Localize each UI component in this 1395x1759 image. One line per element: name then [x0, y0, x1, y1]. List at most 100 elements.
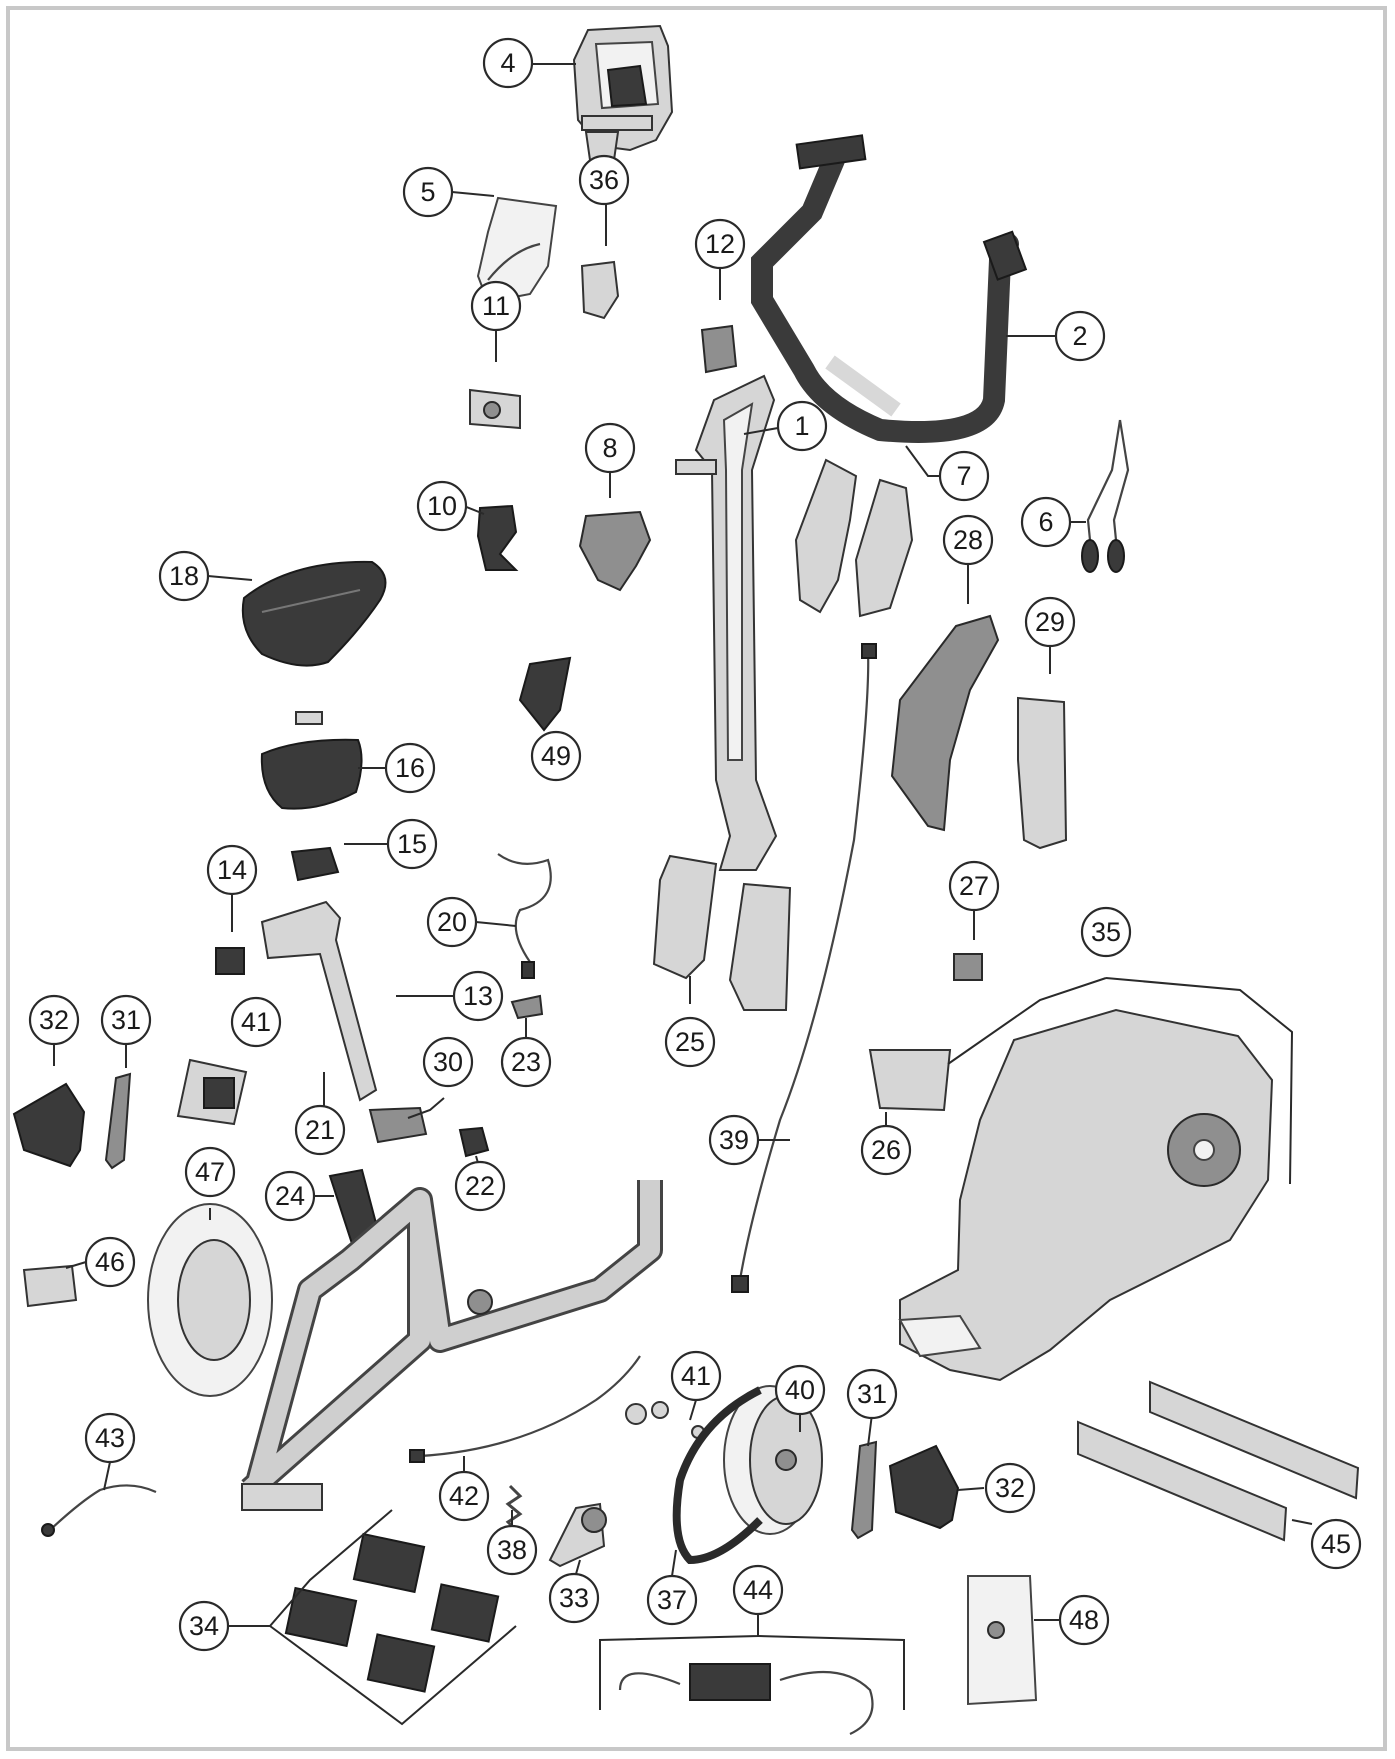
svg-text:5: 5 — [420, 177, 435, 207]
callout-29: 29 — [1024, 596, 1076, 648]
svg-text:43: 43 — [95, 1423, 125, 1453]
callout-5: 5 — [402, 166, 454, 218]
callout-48: 48 — [1058, 1594, 1110, 1646]
callout-2: 2 — [1054, 310, 1106, 362]
part-tension-spring — [505, 1484, 523, 1534]
svg-text:18: 18 — [169, 561, 199, 591]
callout-6: 6 — [1020, 496, 1072, 548]
part-block — [700, 324, 738, 374]
part-stabilizers — [1077, 1380, 1360, 1542]
callout-28: 28 — [942, 514, 994, 566]
part-bracket-cover — [868, 1049, 952, 1112]
callout-25: 25 — [664, 1016, 716, 1068]
svg-text:29: 29 — [1035, 607, 1065, 637]
part-adjust-knob — [458, 1126, 490, 1158]
svg-text:31: 31 — [857, 1379, 887, 1409]
svg-text:36: 36 — [589, 165, 619, 195]
svg-text:38: 38 — [497, 1535, 527, 1565]
callout-10: 10 — [416, 480, 468, 532]
svg-text:33: 33 — [559, 1583, 589, 1613]
svg-text:41: 41 — [241, 1007, 271, 1037]
part-lever — [476, 504, 519, 571]
part-brake-cable — [1081, 419, 1130, 573]
callout-23: 23 — [500, 1036, 552, 1088]
svg-text:24: 24 — [275, 1181, 305, 1211]
part-hardware-bag — [967, 1575, 1038, 1706]
callout-27: 27 — [948, 860, 1000, 912]
svg-text:1: 1 — [794, 411, 809, 441]
callout-32a: 32 — [28, 994, 80, 1046]
callout-30: 30 — [422, 1036, 474, 1088]
callout-36: 36 — [578, 154, 630, 206]
part-wire — [497, 853, 552, 979]
callout-40: 40 — [774, 1364, 826, 1416]
svg-text:32: 32 — [995, 1473, 1025, 1503]
callout-14: 14 — [206, 844, 258, 896]
part-tension-cable — [731, 643, 877, 1293]
callout-18: 18 — [158, 550, 210, 602]
part-clamp — [469, 388, 521, 430]
part-seat-post — [260, 900, 378, 1102]
svg-text:12: 12 — [705, 229, 735, 259]
part-pedal-left — [12, 1082, 86, 1168]
part-console — [572, 24, 674, 161]
svg-text:8: 8 — [602, 433, 617, 463]
svg-text:21: 21 — [305, 1115, 335, 1145]
part-end-cap — [953, 953, 983, 981]
callout-1: 1 — [776, 400, 828, 452]
part-mount-bracket — [22, 1264, 78, 1308]
part-main-frame — [241, 1180, 663, 1511]
svg-text:47: 47 — [195, 1157, 225, 1187]
svg-text:35: 35 — [1091, 917, 1121, 947]
svg-text:15: 15 — [397, 829, 427, 859]
callout-31a: 31 — [100, 994, 152, 1046]
svg-text:31: 31 — [111, 1005, 141, 1035]
part-flywheel — [723, 1385, 823, 1535]
svg-text:6: 6 — [1038, 507, 1053, 537]
svg-text:34: 34 — [189, 1611, 219, 1641]
svg-text:7: 7 — [956, 461, 971, 491]
svg-text:49: 49 — [541, 741, 571, 771]
part-main-housing — [898, 1008, 1274, 1382]
callout-34: 34 — [178, 1600, 230, 1652]
svg-text:20: 20 — [437, 907, 467, 937]
callout-13: 13 — [452, 970, 504, 1022]
part-handle-pivot — [578, 510, 652, 592]
part-power-adapter — [618, 1663, 874, 1735]
callout-46: 46 — [84, 1236, 136, 1288]
callout-39: 39 — [708, 1114, 760, 1166]
part-springs — [625, 1401, 705, 1439]
part-crank-left — [104, 1072, 132, 1170]
callouts: 4 36 5 11 12 2 1 8 7 6 10 18 28 29 49 16… — [28, 37, 1362, 1652]
svg-text:28: 28 — [953, 525, 983, 555]
callout-41a: 41 — [230, 996, 282, 1048]
part-seat — [241, 560, 387, 667]
part-clamp-plate — [368, 1106, 428, 1144]
part-knob — [215, 947, 245, 975]
callout-7: 7 — [938, 450, 990, 502]
callout-42: 42 — [438, 1470, 490, 1522]
svg-text:22: 22 — [465, 1171, 495, 1201]
svg-text:25: 25 — [675, 1027, 705, 1057]
part-sensor — [176, 1058, 248, 1126]
callout-22: 22 — [454, 1160, 506, 1212]
svg-text:45: 45 — [1321, 1529, 1351, 1559]
callout-44: 44 — [732, 1564, 784, 1616]
part-front-shroud — [794, 458, 914, 618]
part-bracket-small — [510, 994, 544, 1020]
callout-20: 20 — [426, 896, 478, 948]
part-side-panel — [1017, 696, 1068, 850]
part-pedal-right — [888, 1444, 960, 1530]
callout-24: 24 — [264, 1170, 316, 1222]
callout-15: 15 — [386, 818, 438, 870]
callout-43: 43 — [84, 1412, 136, 1464]
svg-text:14: 14 — [217, 855, 247, 885]
part-crank-right — [850, 1440, 878, 1540]
svg-text:42: 42 — [449, 1481, 479, 1511]
callout-16: 16 — [384, 742, 436, 794]
svg-text:2: 2 — [1072, 321, 1087, 351]
svg-text:30: 30 — [433, 1047, 463, 1077]
part-side-cover-upper — [890, 614, 1000, 832]
part-sensor-wire — [409, 1355, 641, 1463]
callout-12: 12 — [694, 218, 746, 270]
